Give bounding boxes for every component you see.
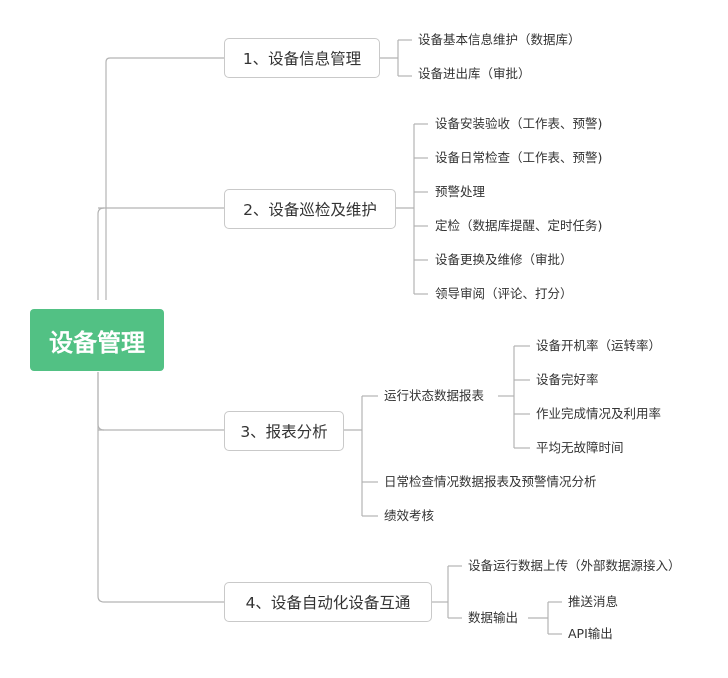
branch-node-reports[interactable]: 3、报表分析 [224,411,344,451]
subgroup-node[interactable]: 绩效考核 [384,508,435,523]
leaf-node[interactable]: 平均无故障时间 [536,440,624,455]
leaf-node[interactable]: 作业完成情况及利用率 [536,406,662,421]
leaf-node[interactable]: 设备完好率 [536,372,599,387]
leaf-node[interactable]: 定检（数据库提醒、定时任务) [435,218,603,233]
subgroup-node[interactable]: 设备运行数据上传（外部数据源接入） [468,558,681,573]
trunk-line [97,372,224,603]
trunk-line [97,207,105,300]
leaf-node[interactable]: 设备基本信息维护（数据库） [418,32,581,47]
subgroup-node[interactable]: 数据输出 [468,610,519,625]
leaf-node[interactable]: 预警处理 [435,184,486,199]
trunk-line [105,57,224,300]
branch-node-inspection[interactable]: 2、设备巡检及维护 [224,189,396,229]
subgroup-node[interactable]: 运行状态数据报表 [384,388,485,403]
branch-node-automation[interactable]: 4、设备自动化设备互通 [224,582,432,622]
leaf-node[interactable]: 设备开机率（运转率） [536,338,662,353]
leaf-node[interactable]: 领导审阅（评论、打分） [435,286,573,301]
leaf-node[interactable]: 设备日常检查（工作表、预警) [435,150,603,165]
leaf-node[interactable]: 推送消息 [568,594,619,609]
leaf-node[interactable]: 设备进出库（审批） [418,66,531,81]
subgroup-node[interactable]: 日常检查情况数据报表及预警情况分析 [384,474,597,489]
leaf-node[interactable]: 设备更换及维修（审批） [435,252,573,267]
branch-node-device-info[interactable]: 1、设备信息管理 [224,38,380,78]
root-node[interactable]: 设备管理 [30,309,164,371]
leaf-node[interactable]: API输出 [568,626,613,641]
trunk-line [97,372,105,431]
leaf-node[interactable]: 设备安装验收（工作表、预警) [435,116,603,131]
